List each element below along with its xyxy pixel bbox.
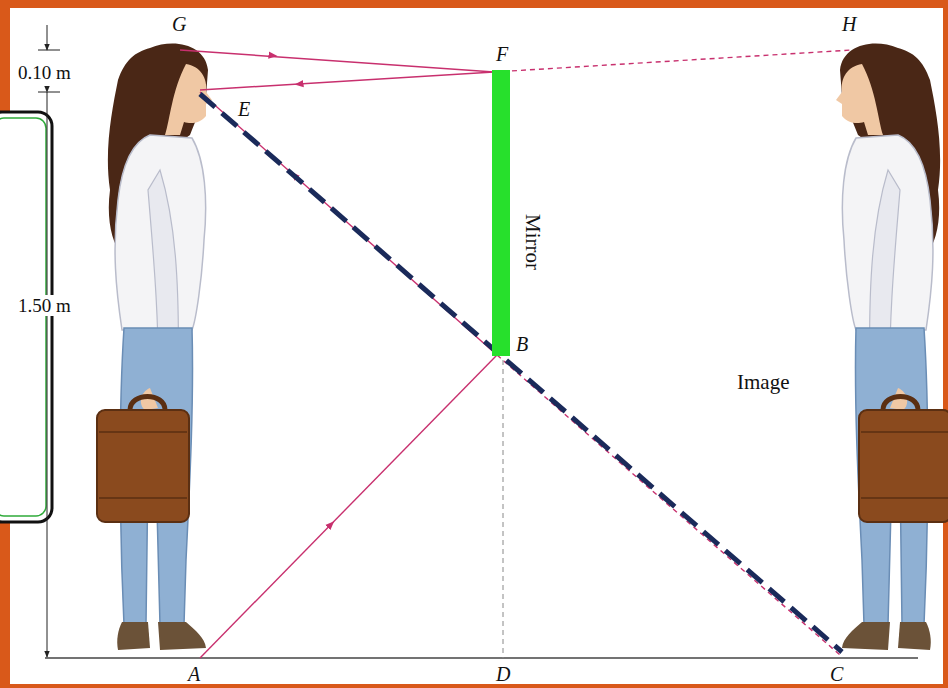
- point-letter: H: [842, 14, 856, 34]
- dimension-label: 1.50 m: [16, 295, 73, 316]
- image-label: Image: [737, 372, 789, 393]
- point-letter: B: [514, 334, 530, 354]
- point-letter: G: [172, 14, 186, 34]
- point-letter: C: [830, 664, 843, 684]
- point-letter: D: [496, 664, 510, 684]
- mirror-label: Mirror: [522, 214, 543, 270]
- point-letter: F: [496, 44, 508, 64]
- dimension-label: 0.10 m: [16, 62, 73, 83]
- point-letter: A: [188, 664, 200, 684]
- point-letter: E: [236, 99, 252, 119]
